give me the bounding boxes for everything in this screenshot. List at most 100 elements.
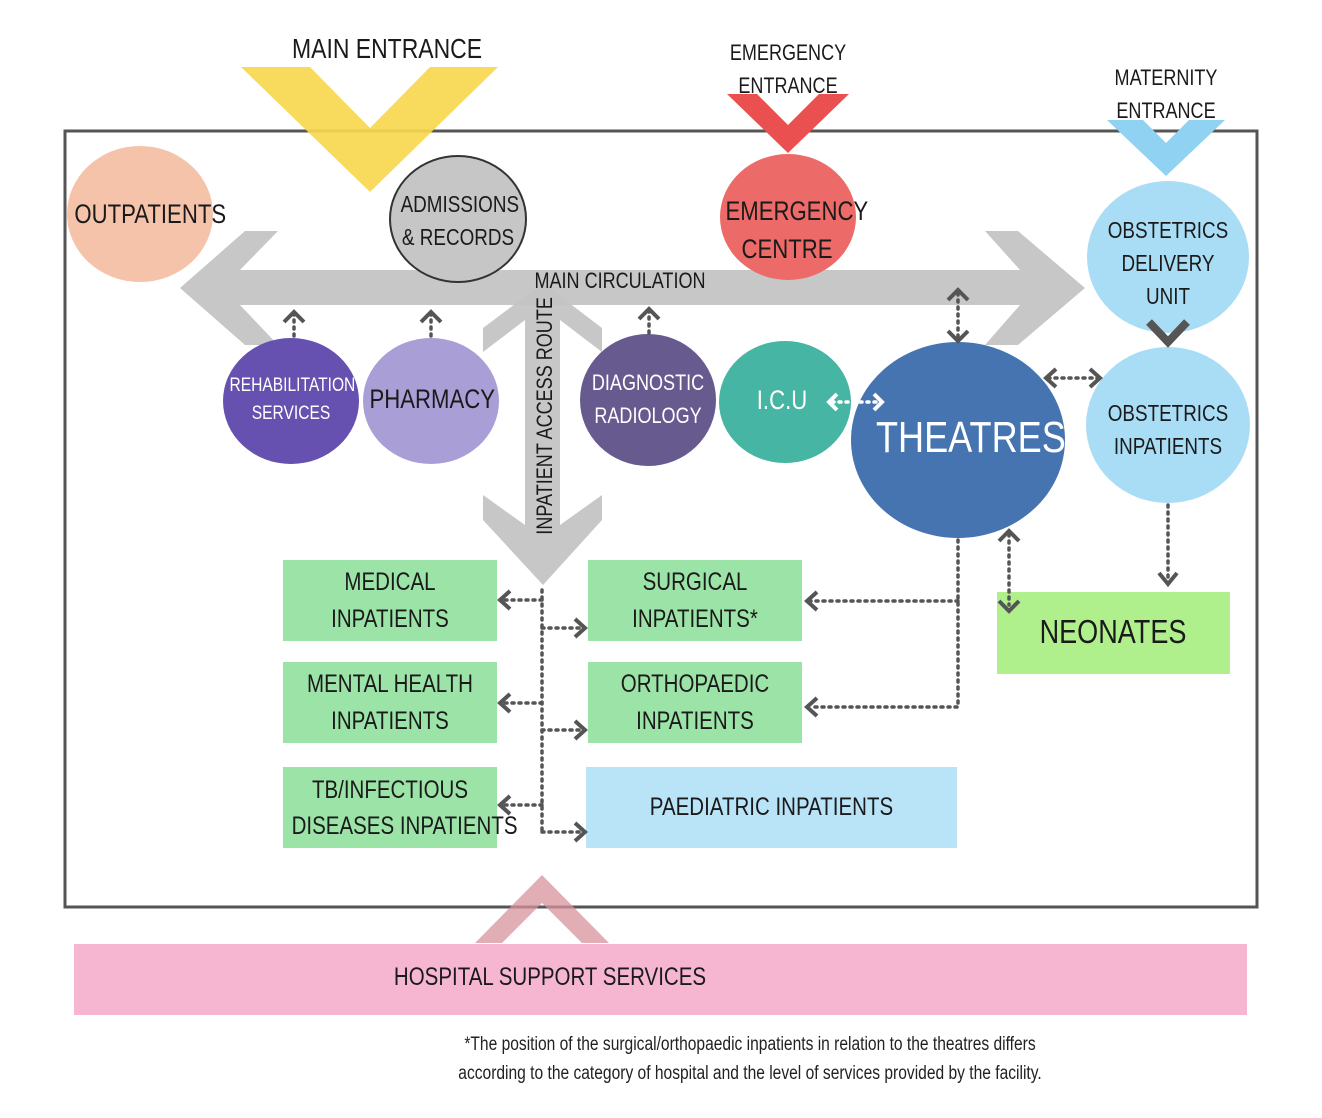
arrowhead-icon: [573, 719, 588, 741]
arrowhead-icon: [804, 696, 819, 718]
arrowhead-icon: [946, 329, 970, 344]
neonates-box[interactable]: [997, 592, 1230, 674]
paediatric-label: PAEDIATRIC INPATIENTS: [649, 793, 894, 821]
arrowhead-icon: [497, 794, 512, 816]
orthopaedic-line-1: ORTHOPAEDIC: [620, 670, 770, 698]
icu-label: I.C.U: [756, 385, 808, 415]
maternity-entrance-label: MATERNITY ENTRANCE: [1100, 61, 1231, 127]
surgical-line-1: SURGICAL: [642, 568, 748, 596]
arrowhead-icon: [497, 589, 512, 611]
arrowhead-icon: [573, 617, 588, 639]
tb-line-1: TB/INFECTIOUS: [311, 776, 469, 804]
paediatric-inpatients-box[interactable]: [586, 767, 957, 848]
tb-line-2: DISEASES INPATIENTS: [291, 812, 518, 840]
emergency-centre-line-2: CENTRE: [741, 234, 833, 264]
orthopaedic-inpatients-box[interactable]: [588, 662, 802, 743]
arrowhead-icon: [1088, 367, 1103, 389]
admissions-label: ADMISSIONS & RECORDS: [400, 188, 520, 254]
tb-inpatients-box[interactable]: [283, 767, 497, 848]
arrowhead-icon: [637, 306, 661, 321]
support-services-label: HOSPITAL SUPPORT SERVICES: [393, 963, 707, 991]
obstetrics-delivery-node[interactable]: [1087, 181, 1249, 333]
pharmacy-node[interactable]: [363, 338, 499, 464]
arrowhead-icon: [573, 821, 588, 843]
rehabilitation-node[interactable]: [223, 338, 359, 464]
obstetrics-inpatients-line-2: INPATIENTS: [1113, 433, 1223, 459]
arrowhead-icon: [497, 692, 512, 714]
radiology-label: DIAGNOSTIC RADIOLOGY: [587, 366, 710, 432]
obstetrics-delivery-line-3: UNIT: [1145, 283, 1190, 309]
mental-health-line-1: MENTAL HEALTH: [307, 670, 473, 698]
tb-label: TB/INFECTIOUS DISEASES INPATIENTS: [291, 772, 518, 844]
arrowhead-icon: [282, 309, 306, 324]
surgical-label: SURGICAL INPATIENTS*: [607, 564, 782, 638]
main-entrance-chevron: [241, 67, 498, 192]
inpatient-access-arrow: [483, 283, 602, 585]
maternity-entrance-line-2: ENTRANCE: [1116, 98, 1216, 123]
inpatient-access-label: INPATIENT ACCESS ROUTE: [531, 297, 557, 535]
emergency-entrance-chevron: [727, 94, 849, 153]
medical-line-2: INPATIENTS: [331, 605, 449, 633]
arrowhead-icon: [804, 590, 819, 612]
main-circulation-label: MAIN CIRCULATION: [534, 268, 706, 293]
neonates-label: NEONATES: [1039, 613, 1187, 650]
medical-inpatients-box[interactable]: [283, 560, 497, 641]
support-services-chevron: [475, 875, 609, 943]
emergency-centre-node[interactable]: [720, 154, 856, 280]
arrowhead-icon: [1157, 571, 1179, 588]
arrowhead-icon: [826, 392, 839, 412]
theatres-label: THEATRES: [876, 413, 1066, 462]
obstetrics-inpatients-node[interactable]: [1086, 347, 1250, 503]
connectors: [292, 291, 1170, 835]
admissions-line-1: ADMISSIONS: [400, 191, 520, 217]
mental-health-inpatients-box[interactable]: [283, 662, 497, 743]
delivery-to-inpatients-chevron: [1146, 319, 1190, 348]
arrowhead-icon: [872, 392, 885, 412]
emergency-entrance-line-2: ENTRANCE: [738, 73, 838, 98]
footnote-line-1: *The position of the surgical/orthopaedi…: [464, 1034, 1036, 1055]
mental-health-line-2: INPATIENTS: [331, 707, 449, 735]
radiology-line-2: RADIOLOGY: [594, 403, 702, 428]
support-services-box[interactable]: [74, 944, 1247, 1015]
arrowhead-icon: [1043, 367, 1058, 389]
rehabilitation-label: REHABILITATION SERVICES: [229, 372, 356, 428]
emergency-entrance-line-1: EMERGENCY: [729, 40, 847, 65]
obstetrics-delivery-label: OBSTETRICS DELIVERY UNIT: [1107, 214, 1230, 313]
emergency-centre-line-1: EMERGENCY: [725, 196, 869, 226]
outpatients-label: OUTPATIENTS: [74, 199, 227, 229]
surgical-line-2: INPATIENTS*: [632, 605, 758, 633]
icu-node[interactable]: [719, 341, 851, 463]
orthopaedic-label: ORTHOPAEDIC INPATIENTS: [607, 666, 782, 740]
maternity-entrance-chevron: [1107, 120, 1225, 176]
arrowhead-icon: [946, 287, 970, 302]
arrowhead-icon: [419, 309, 443, 324]
rehabilitation-line-1: REHABILITATION: [229, 375, 356, 396]
theatres-node[interactable]: [851, 342, 1065, 538]
radiology-line-1: DIAGNOSTIC: [591, 370, 705, 395]
rehabilitation-line-2: SERVICES: [251, 403, 331, 424]
obstetrics-delivery-line-2: DELIVERY: [1121, 250, 1215, 276]
obstetrics-inpatients-line-1: OBSTETRICS: [1107, 400, 1229, 426]
arrowhead-icon: [997, 528, 1021, 543]
footnote: *The position of the surgical/orthopaedi…: [406, 1030, 1095, 1088]
emergency-entrance-label: EMERGENCY ENTRANCE: [722, 36, 853, 102]
maternity-entrance-line-1: MATERNITY: [1114, 65, 1218, 90]
obstetrics-inpatients-label: OBSTETRICS INPATIENTS: [1107, 397, 1230, 463]
theatres-ward-connector: [808, 538, 960, 709]
medical-line-1: MEDICAL: [344, 568, 436, 596]
radiology-node[interactable]: [580, 334, 716, 466]
arrowhead-icon: [997, 599, 1021, 614]
outpatients-node[interactable]: [67, 146, 213, 282]
orthopaedic-line-2: INPATIENTS: [636, 707, 754, 735]
emergency-centre-label: EMERGENCY CENTRE: [725, 192, 869, 268]
building-boundary: [63, 129, 1259, 909]
mental-health-label: MENTAL HEALTH INPATIENTS: [302, 666, 477, 740]
main-circulation-arrow: [180, 231, 1085, 345]
footnote-line-2: according to the category of hospital an…: [458, 1063, 1042, 1084]
arrowheads: [282, 287, 1179, 843]
admissions-line-2: & RECORDS: [401, 224, 515, 250]
admissions-node[interactable]: [389, 155, 527, 283]
surgical-inpatients-box[interactable]: [588, 560, 802, 641]
medical-label: MEDICAL INPATIENTS: [302, 564, 477, 638]
